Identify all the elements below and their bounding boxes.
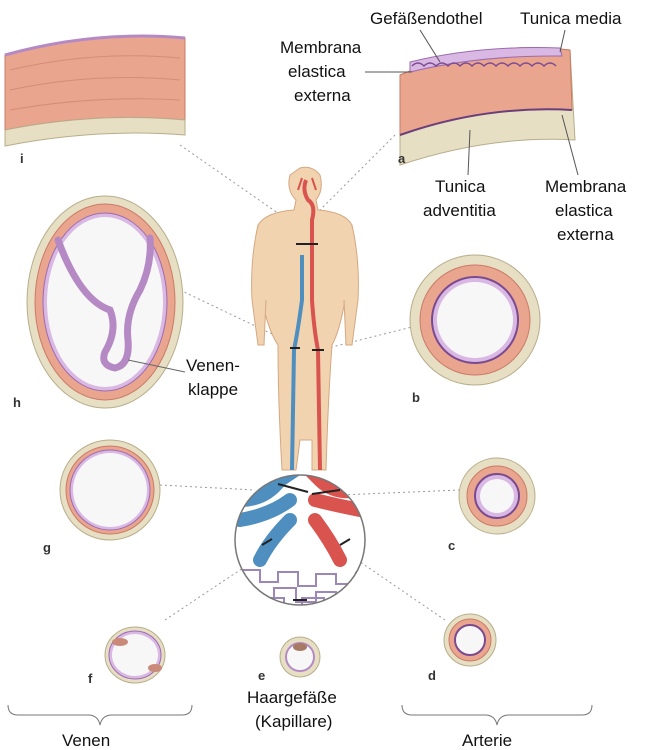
vein-wall-segment-i (5, 36, 185, 146)
label-venenklappe-1: Venen- (186, 356, 240, 375)
panel-letter-d: d (428, 668, 436, 683)
label-membrana-externa-top-1: Membrana (280, 38, 362, 57)
label-tunica-media: Tunica media (520, 9, 622, 28)
label-membrana-externa-right-2: elastica (555, 201, 613, 220)
panel-letter-i: i (20, 151, 24, 166)
label-kapillare: (Kapillare) (255, 712, 332, 731)
capillary-bed-magnified (235, 470, 365, 610)
brace-arterie (402, 705, 592, 725)
panel-letter-b: b (412, 390, 420, 405)
panel-letter-f: f (88, 671, 93, 686)
label-gefaessendothel: Gefäßendothel (370, 9, 482, 28)
label-haargefaesse: Haargefäße (247, 688, 337, 707)
artery-cross-section-b (410, 255, 540, 385)
label-tunica-adventitia-1: Tunica (435, 177, 486, 196)
panel-letter-g: g (43, 540, 51, 555)
label-membrana-externa-right-3: externa (557, 225, 614, 244)
venule-cross-section-f (105, 627, 165, 683)
panel-letter-c: c (448, 538, 455, 553)
panel-letter-a: a (398, 151, 406, 166)
panel-letter-e: e (258, 668, 265, 683)
label-venenklappe-2: klappe (188, 380, 238, 399)
vein-cross-section-g (60, 440, 160, 540)
caption-arterie: Arterie (462, 731, 512, 750)
caption-venen: Venen (62, 731, 110, 750)
artery-wall-segment-a (400, 48, 575, 165)
label-membrana-externa-top-3: externa (294, 86, 351, 105)
panel-letter-h: h (13, 395, 21, 410)
brace-venen (8, 705, 192, 725)
human-body-figure (252, 167, 359, 470)
label-membrana-externa-top-2: elastica (288, 62, 346, 81)
capillary-cross-section-e (280, 637, 320, 677)
arteriole-cross-section-d (444, 614, 496, 666)
artery-cross-section-c (459, 458, 535, 534)
vein-with-valve-h (27, 196, 185, 408)
label-membrana-externa-right-1: Membrana (545, 177, 627, 196)
label-tunica-adventitia-2: adventitia (423, 201, 496, 220)
